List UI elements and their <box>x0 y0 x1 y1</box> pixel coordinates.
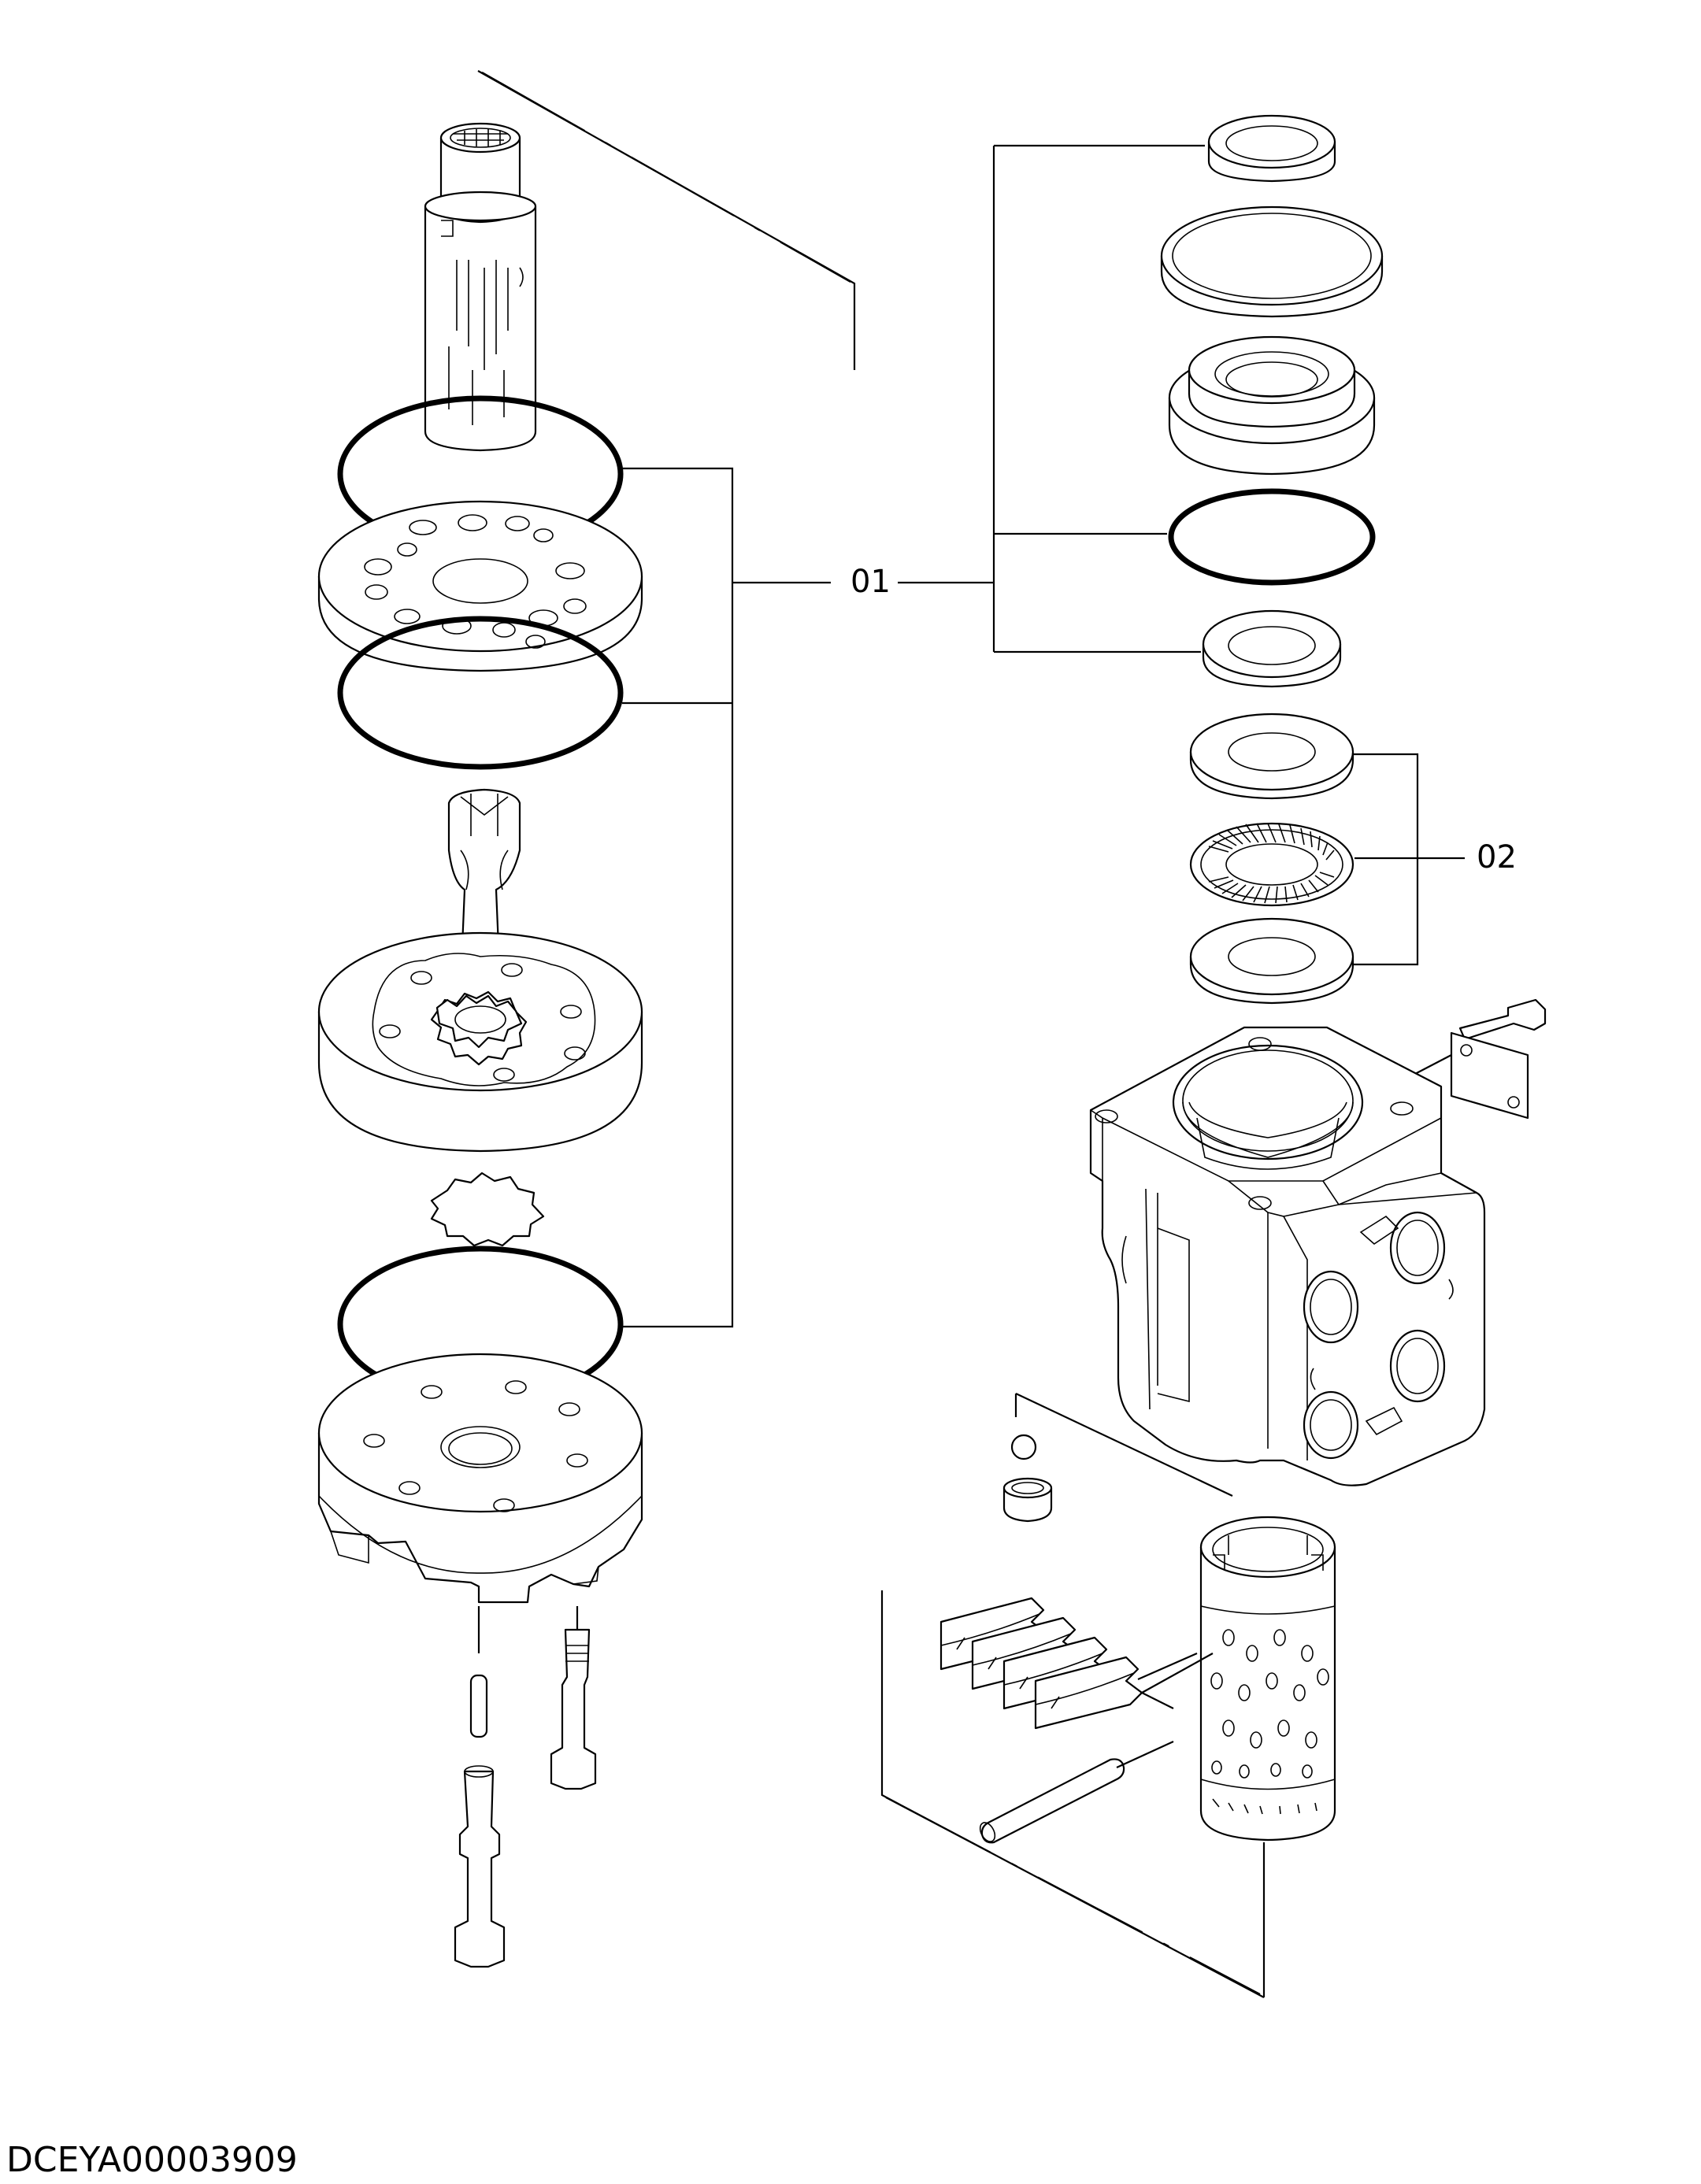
o-ring-middle <box>337 616 624 770</box>
needle-bearing <box>1189 822 1354 907</box>
end-cover <box>317 1353 643 1604</box>
left-guide-line <box>477 70 856 370</box>
o-ring-right <box>1168 488 1376 586</box>
valve-sleeve <box>1199 1516 1336 1842</box>
cross-pin <box>979 1652 1214 1844</box>
spacer-ring <box>1202 609 1342 688</box>
seal-ring-small <box>1207 114 1336 183</box>
callout-02-bracket <box>1353 753 1465 966</box>
gear-set <box>317 931 643 1153</box>
spool-sleeve <box>424 122 537 452</box>
check-ball-and-bushing <box>1002 1393 1233 1523</box>
valve-housing <box>1089 1026 1486 1486</box>
star-gear <box>430 1172 545 1247</box>
seal-housing <box>1168 335 1376 476</box>
screw-and-nameplate <box>1413 998 1547 1120</box>
drawing-code: DCEYA00003909 <box>6 2140 298 2180</box>
thrust-washer-lower <box>1189 917 1354 1005</box>
pin-and-bolts <box>454 1606 597 1968</box>
callout-01-bracket-right <box>898 144 1205 653</box>
right-guide-line <box>880 1590 1266 1998</box>
callout-01: 01 <box>850 564 891 600</box>
valve-plate <box>317 500 643 672</box>
callout-01-bracket-left <box>622 467 831 1328</box>
thrust-washer-upper <box>1189 713 1354 800</box>
thin-ring <box>1160 205 1384 318</box>
callout-02: 02 <box>1477 839 1517 875</box>
centering-springs <box>939 1597 1143 1730</box>
